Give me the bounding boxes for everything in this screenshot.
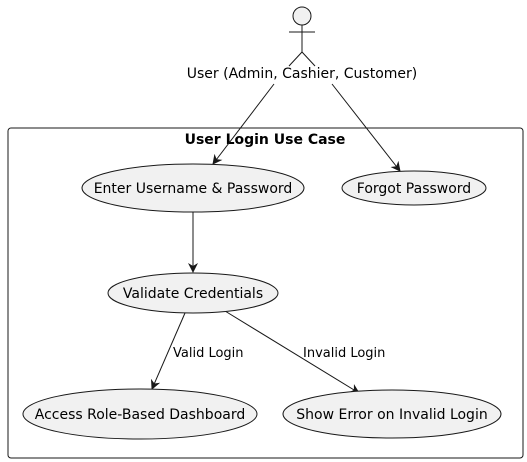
- actor-head: [292, 6, 312, 26]
- use-case-access-dashboard: Access Role-Based Dashboard: [22, 388, 258, 440]
- use-case-show-error: Show Error on Invalid Login: [282, 389, 502, 439]
- use-case-forgot-password-label: Forgot Password: [357, 181, 471, 197]
- edge-label-invalid-login: Invalid Login: [303, 346, 385, 361]
- system-boundary: [7, 127, 524, 459]
- actor-label: User (Admin, Cashier, Customer): [187, 66, 418, 82]
- use-case-access-dashboard-label: Access Role-Based Dashboard: [35, 407, 245, 423]
- edge-validate-to-dashboard: [150, 312, 186, 390]
- system-title: User Login Use Case: [185, 132, 346, 148]
- use-case-validate-credentials: Validate Credentials: [107, 272, 279, 314]
- use-case-enter-credentials: Enter Username & Password: [81, 163, 305, 213]
- actor-figure: [288, 6, 316, 67]
- edge-label-valid-login: Valid Login: [173, 346, 244, 361]
- actor-right-leg: [301, 51, 316, 67]
- use-case-validate-credentials-label: Validate Credentials: [123, 286, 263, 302]
- use-case-forgot-password: Forgot Password: [341, 170, 487, 206]
- use-case-enter-credentials-label: Enter Username & Password: [94, 181, 293, 197]
- use-case-show-error-label: Show Error on Invalid Login: [296, 407, 487, 423]
- edge-actor-to-forgot-password: [331, 83, 401, 172]
- actor-left-leg: [288, 51, 303, 67]
- edge-validate-to-error: [224, 310, 360, 394]
- edge-actor-to-enter-credentials: [212, 83, 275, 165]
